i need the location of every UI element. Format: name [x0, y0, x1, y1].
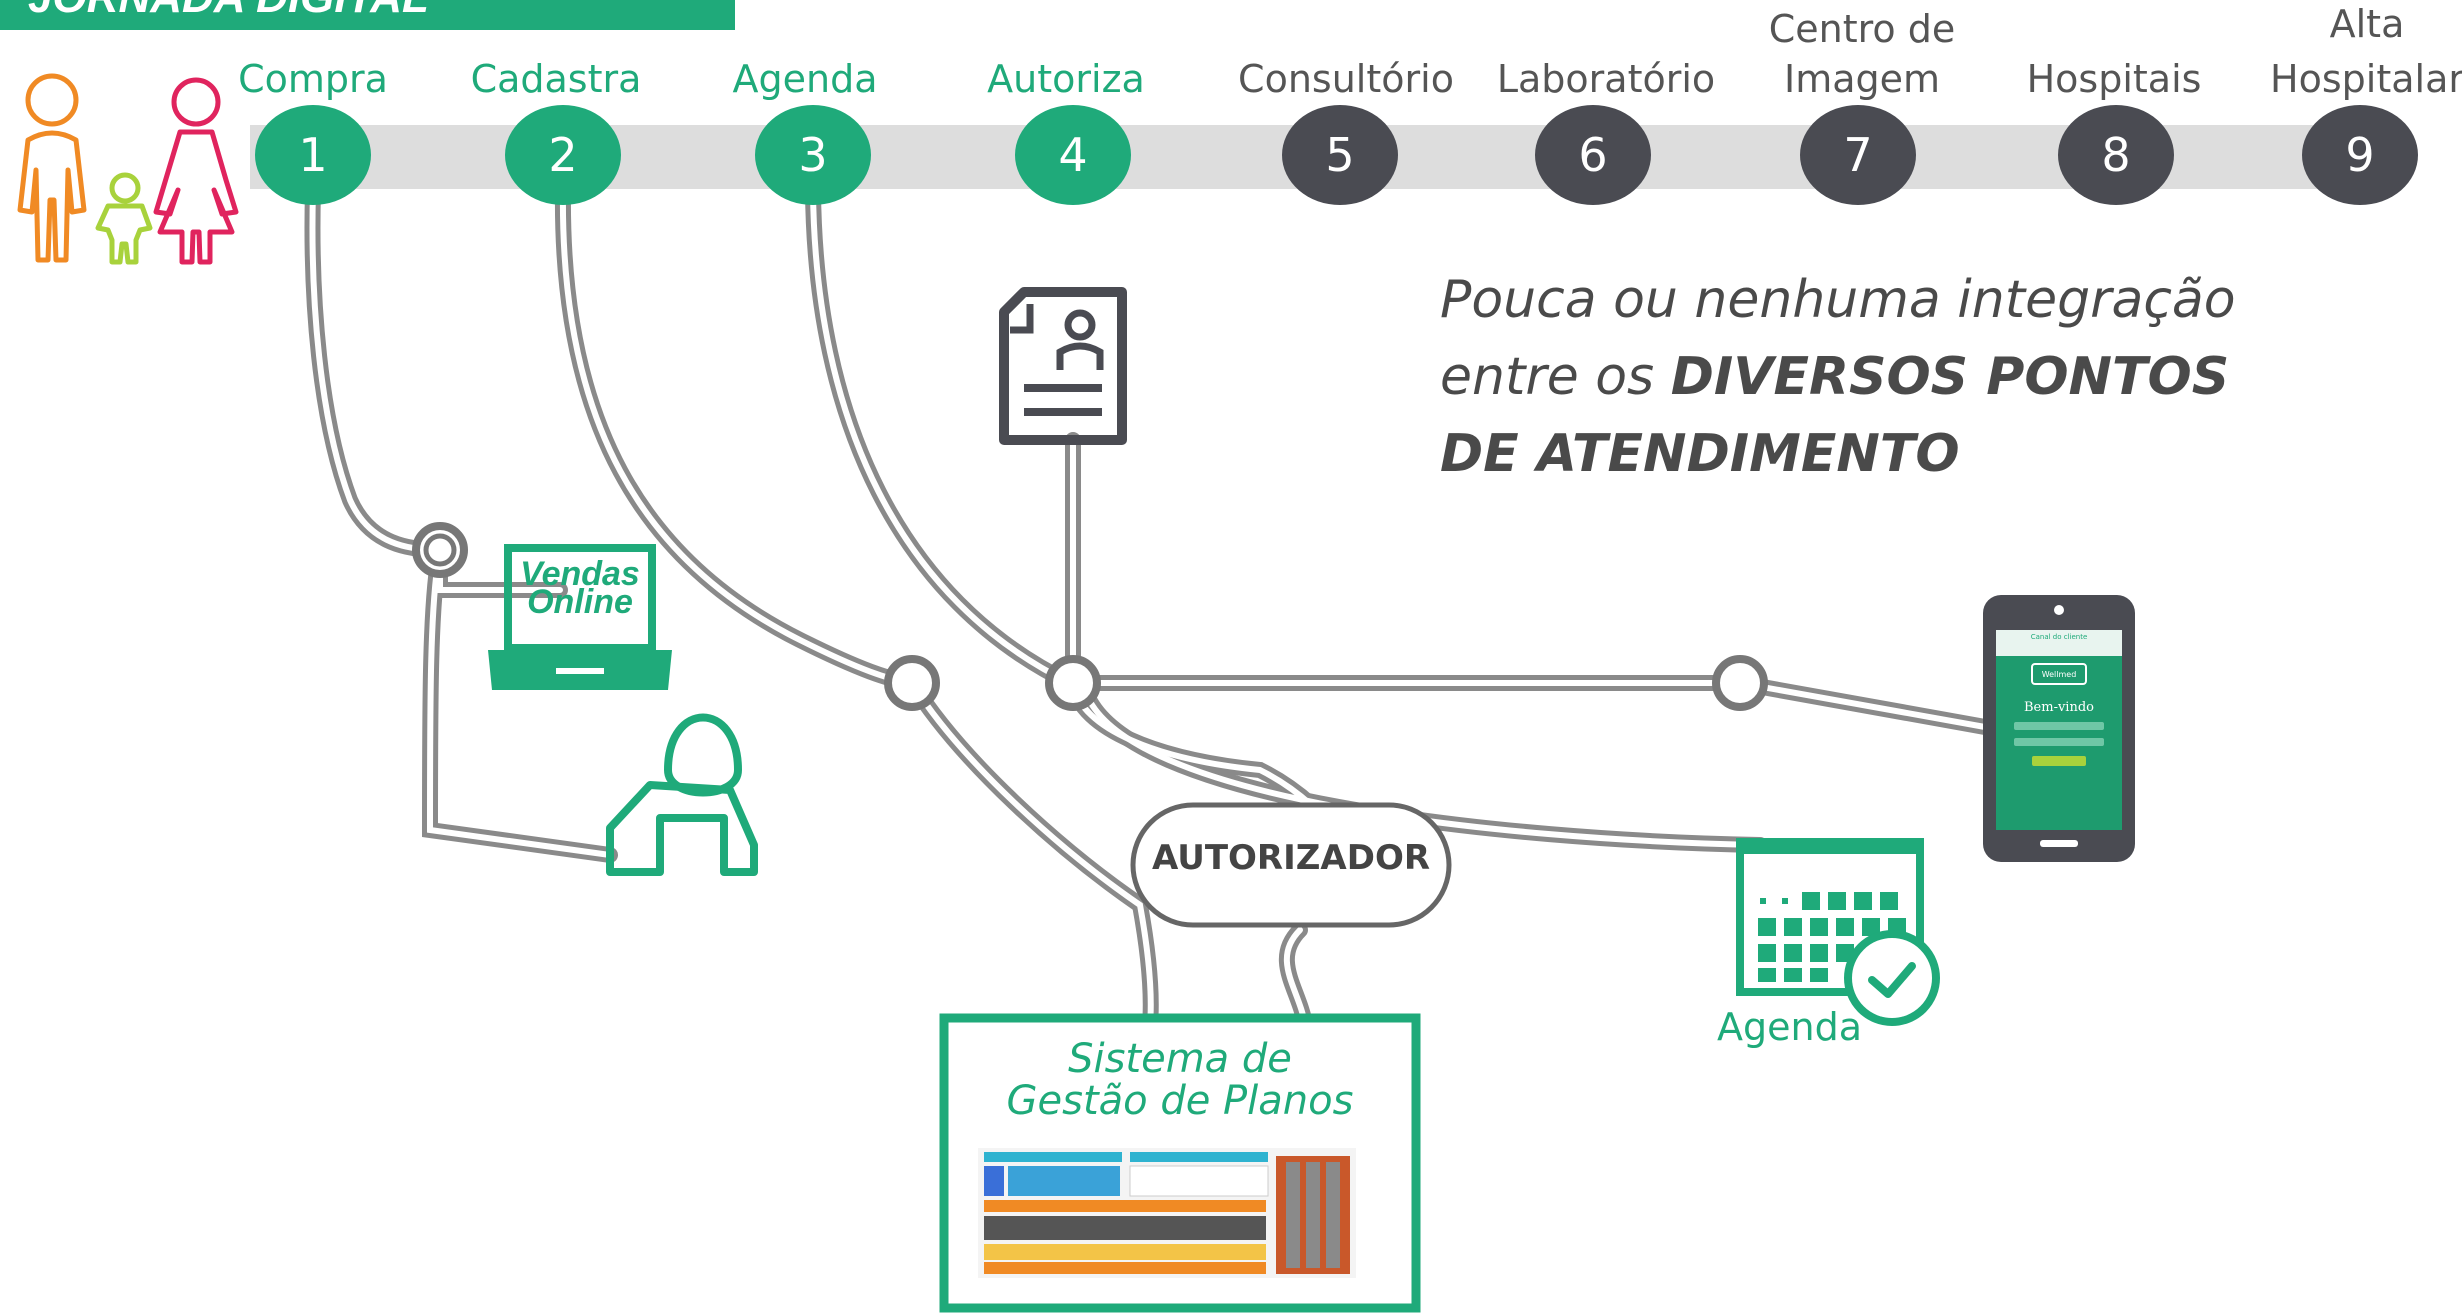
- step-circle-8[interactable]: [2058, 105, 2174, 205]
- header-title: JORNADA DIGITAL: [28, 0, 429, 26]
- step-circle-9[interactable]: [2302, 105, 2418, 205]
- quote-text: Pouca ou nenhuma integração entre os DIV…: [1440, 262, 2440, 493]
- sistema-gestao-title-line1: Sistema de: [1068, 1036, 1292, 1082]
- laptop-icon: [488, 544, 672, 690]
- step-circle-2[interactable]: [505, 105, 621, 205]
- phone-brand: Wellmed: [2042, 670, 2077, 679]
- sistema-gestao-title-line2: Gestão de Planos: [1006, 1078, 1354, 1124]
- step-number-6: 6: [1578, 128, 1607, 182]
- step-number-7: 7: [1843, 128, 1872, 182]
- step-number-1: 1: [298, 128, 327, 182]
- step-circle-3[interactable]: [755, 105, 871, 205]
- step-circle-5[interactable]: [1282, 105, 1398, 205]
- step-label-5: Consultório: [1238, 57, 1454, 101]
- junction-autoriza: [1045, 655, 1101, 711]
- junction-cadastra: [884, 655, 940, 711]
- check-icon: [1844, 930, 1940, 1026]
- phone-icon[interactable]: Canal do cliente Wellmed Bem-vindo: [1983, 595, 2135, 862]
- phone-screen-title: Canal do cliente: [2031, 633, 2088, 641]
- vendas-online-label: Vendas Online: [520, 555, 640, 621]
- sistema-gestao-title: Sistema de Gestão de Planos: [940, 1038, 1420, 1122]
- step-label-3: Agenda: [732, 57, 878, 101]
- step-number-9: 9: [2345, 128, 2374, 182]
- phone-welcome: Bem-vindo: [2024, 700, 2094, 715]
- step-number-4: 4: [1058, 128, 1087, 182]
- family-icon: [17, 73, 239, 265]
- step-number-8: 8: [2101, 128, 2130, 182]
- junction-compra: [412, 522, 468, 578]
- calendar-icon: [1736, 838, 1940, 1026]
- step-label-7-line2: Imagem: [1783, 57, 1941, 101]
- step-circles: 1 2 3 4 5 6 7 8 9: [255, 105, 2418, 205]
- step-label-7-line1: Centro de: [1768, 7, 1956, 51]
- quote-line-3-bold: DE ATENDIMENTO: [1440, 424, 1960, 484]
- step-label-1: Compra: [238, 57, 388, 101]
- step-label-6: Laboratório: [1496, 57, 1716, 101]
- step-label-8: Hospitais: [2026, 57, 2202, 101]
- system-architecture-thumbnail: [978, 1148, 1356, 1278]
- step-label-9-line2: Hospitalar: [2270, 57, 2462, 101]
- quote-line-3: DE ATENDIMENTO: [1440, 416, 2440, 493]
- step-circle-4[interactable]: [1015, 105, 1131, 205]
- step-label-9-line1: Alta: [2329, 2, 2405, 46]
- junction-phone: [1712, 655, 1768, 711]
- step-number-2: 2: [548, 128, 577, 182]
- quote-line-1: Pouca ou nenhuma integração: [1440, 270, 2236, 330]
- step-label-4: Autoriza: [987, 57, 1145, 101]
- step-circle-1[interactable]: [255, 105, 371, 205]
- step-circle-7[interactable]: [1800, 105, 1916, 205]
- step-circle-6[interactable]: [1535, 105, 1651, 205]
- person-icon: [606, 713, 758, 876]
- quote-line-2: entre os DIVERSOS PONTOS: [1440, 339, 2440, 416]
- junctions: [412, 522, 1768, 711]
- step-label-2: Cadastra: [470, 57, 642, 101]
- step-number-3: 3: [798, 128, 827, 182]
- quote-line-2-bold: DIVERSOS PONTOS: [1670, 347, 2230, 407]
- step-number-5: 5: [1325, 128, 1354, 182]
- quote-line-2-prefix: entre os: [1440, 347, 1671, 407]
- autorizador-node[interactable]: [1130, 802, 1452, 928]
- header-banner: JORNADA DIGITAL: [0, 0, 735, 30]
- agenda-label: Agenda: [1717, 1005, 1862, 1049]
- autorizador-label: AUTORIZADOR: [1151, 838, 1431, 878]
- document-icon: [999, 287, 1127, 445]
